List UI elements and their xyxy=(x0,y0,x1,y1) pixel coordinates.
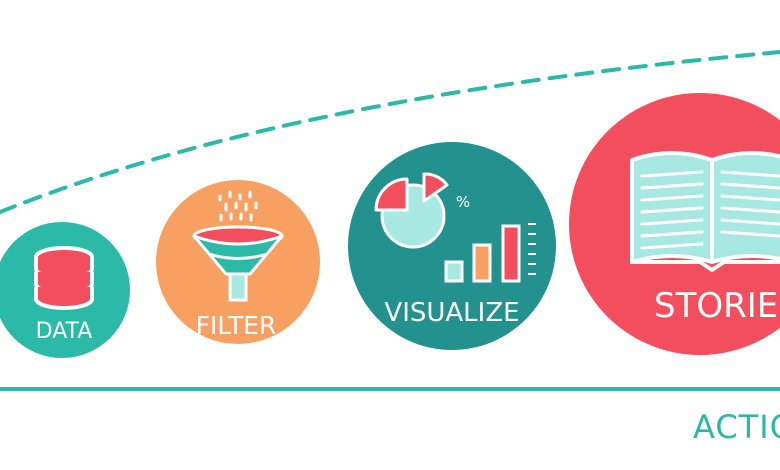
open-book-icon xyxy=(630,151,780,272)
stage-label-visualize: VISUALIZE xyxy=(384,298,519,328)
stage-label-data: DATA xyxy=(36,319,93,344)
pie-percent-label: % xyxy=(456,193,470,211)
action-axis-label: ACTIO xyxy=(693,408,780,446)
stage-visualize: % VISUALIZE xyxy=(348,142,556,350)
charts-icon: % xyxy=(374,172,536,283)
stage-label-filter: FILTER xyxy=(196,311,277,340)
funnel-icon xyxy=(192,190,284,302)
stage-filter: FILTER xyxy=(156,180,320,344)
growth-curve xyxy=(0,50,780,214)
stage-label-stories: STORIES xyxy=(654,286,780,326)
stage-data: DATA xyxy=(0,222,130,358)
stage-stories: STORIES xyxy=(569,93,780,355)
database-icon xyxy=(34,246,94,310)
